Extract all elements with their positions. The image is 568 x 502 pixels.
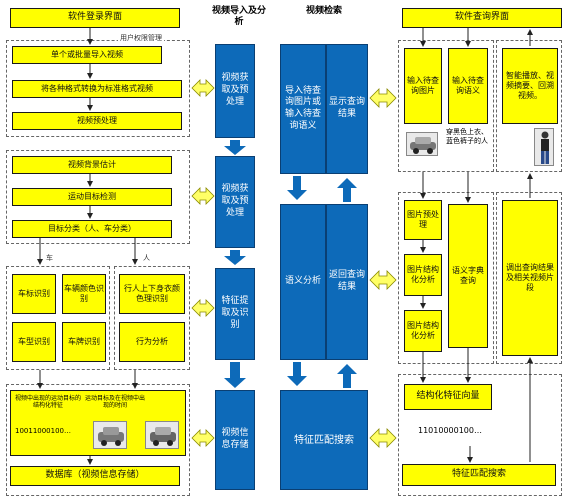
acquire-preprocess-1: 视频获取及预处理 — [215, 44, 255, 138]
permission-label: 用户权限管理 — [118, 33, 164, 43]
classify-box: 目标分类（人、车分类） — [12, 220, 172, 238]
person-clothes-box: 行人上下身衣颜色理识别 — [119, 274, 185, 314]
blue-arrow-up-1 — [337, 178, 357, 202]
yellow-arrow-left-4 — [191, 429, 215, 447]
image-analysis-group — [398, 192, 494, 364]
playback-group — [496, 40, 562, 172]
return-result-box: 返回查询结果 — [326, 204, 368, 360]
semantic-analysis-box: 语义分析 — [280, 204, 326, 360]
feature-match-center-box: 特征匹配搜索 — [280, 390, 368, 490]
database-group — [6, 384, 190, 496]
car-type-id-box: 车型识别 — [12, 322, 56, 362]
query-car-thumbnail — [406, 132, 438, 156]
query-interface-box: 软件查询界面 — [402, 8, 562, 28]
person-group — [114, 266, 190, 370]
behavior-box: 行为分析 — [119, 322, 185, 362]
car-logo-id-box: 车标识别 — [12, 274, 56, 314]
car-image-icon — [410, 137, 436, 154]
blue-arrow-down-3 — [224, 362, 246, 388]
feature-match-right-box: 特征匹配搜索 — [402, 464, 556, 486]
yellow-arrow-left-1 — [191, 79, 215, 97]
header-video-retrieval: 视频检索 — [305, 6, 342, 16]
result-group — [496, 192, 562, 364]
blue-arrow-down-1 — [224, 140, 246, 155]
db-feature-box: 视频中出现的运动目标的结构化特征 运动目标及在视频中出现的时间 10011000… — [10, 390, 186, 456]
car-color-id-box: 车辆颜色识别 — [62, 274, 106, 314]
db-code-text: 10011000100… — [15, 427, 71, 435]
blue-arrow-down-5 — [287, 362, 307, 386]
img-preprocess-box: 图片预处理 — [404, 200, 442, 240]
yellow-arrow-right-2 — [369, 270, 397, 290]
car-image-icon — [150, 427, 176, 446]
yellow-arrow-right-3 — [369, 428, 397, 448]
vector-code-text: 11010000100… — [418, 426, 482, 435]
car-thumbnail-1 — [93, 421, 127, 449]
person-branch-label: 人 — [143, 254, 150, 262]
bg-estimate-box: 视频背景估计 — [12, 156, 172, 174]
detection-group — [6, 150, 190, 244]
yellow-arrow-left-3 — [191, 299, 215, 317]
car-plate-id-box: 车牌识别 — [62, 322, 106, 362]
preprocess-box: 视频预处理 — [12, 112, 182, 130]
db-feature-text: 视频中出现的运动目标的结构化特征 — [15, 395, 82, 410]
input-image-box: 输入待查询图片 — [404, 48, 442, 124]
img-struct-box-2: 图片结构化分析 — [404, 310, 442, 352]
import-batch-box: 单个或批量导入视频 — [12, 46, 162, 64]
acquire-preprocess-2: 视频获取及预处理 — [215, 156, 255, 248]
yellow-arrow-left-2 — [191, 187, 215, 205]
db-time-text: 运动目标及在视频中出现的时间 — [85, 395, 146, 410]
car-branch-label: 车 — [46, 254, 53, 262]
car-image-icon — [98, 427, 124, 446]
show-result-box: 显示查询结果 — [326, 44, 368, 174]
smart-play-box: 智能播放、视频摘要、回溯视频。 — [502, 48, 558, 124]
semantic-dict-box: 语义字典查询 — [448, 204, 488, 348]
person-description-text: 穿黑色上衣、蓝色裤子的人 — [446, 128, 488, 145]
header-video-import: 视频导入及分析 — [211, 6, 266, 27]
import-query-box: 导入待查询图片或输入待查询语义 — [280, 44, 326, 174]
car-group — [6, 266, 110, 370]
query-input-group — [398, 40, 494, 172]
input-semantic-box: 输入待查询语义 — [448, 48, 488, 124]
login-interface-box: 软件登录界面 — [10, 8, 180, 28]
database-box: 数据库（视频信息存储） — [10, 466, 180, 486]
blue-arrow-up-2 — [337, 364, 357, 388]
blue-arrow-down-4 — [287, 176, 307, 200]
permission-group — [6, 40, 190, 137]
info-store-box: 视频信息存储 — [215, 390, 255, 490]
img-struct-box-1: 图片结构化分析 — [404, 254, 442, 296]
car-thumbnail-2 — [145, 421, 179, 449]
person-thumbnail — [534, 128, 554, 166]
yellow-arrow-right-1 — [369, 88, 397, 108]
feature-vector-box: 结构化特征向量 — [404, 384, 492, 410]
feature-extract-box: 特征提取及识别 — [215, 268, 255, 360]
motion-detect-box: 运动目标检测 — [12, 188, 172, 206]
blue-arrow-down-2 — [224, 250, 246, 265]
call-result-box: 调出查询结果及相关视频片段 — [502, 200, 558, 356]
person-image-icon — [541, 131, 549, 164]
format-convert-box: 将各种格式转换为标准格式视频 — [12, 80, 182, 98]
vector-group — [398, 374, 562, 496]
